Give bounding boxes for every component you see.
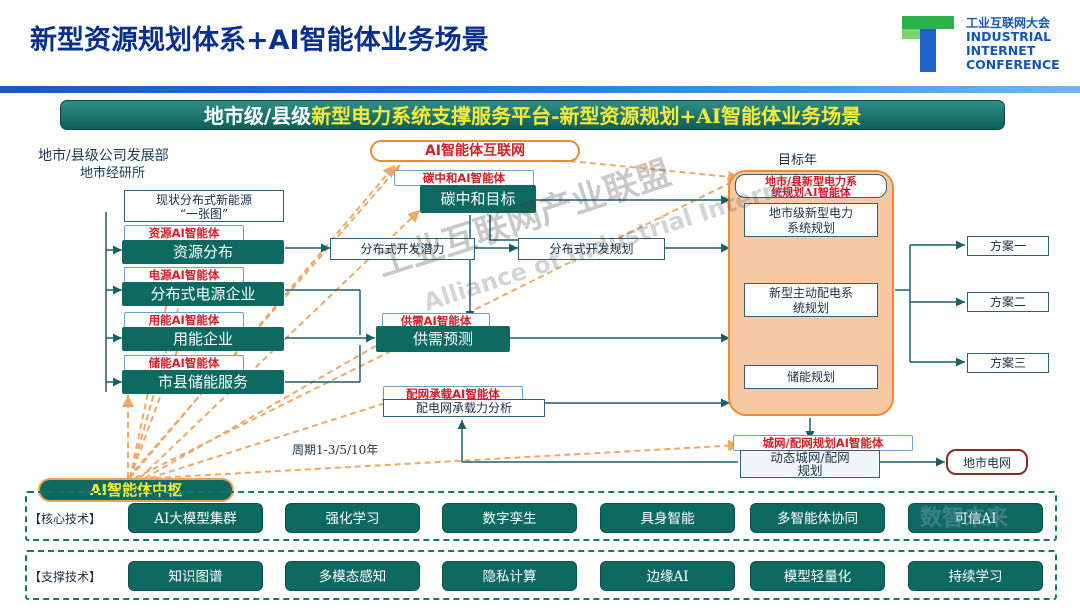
dept-label: 地市/县级公司发展部 (38, 148, 169, 164)
page-title: 新型资源规划体系+AI智能体业务场景 (30, 25, 489, 56)
institute-label: 地市经研所 (80, 166, 146, 181)
scheme-2-box: 方案二 (967, 292, 1049, 312)
cycle-label: 周期1-3/5/10年 (292, 443, 379, 457)
logo-line-2: INTERNET (966, 43, 1036, 58)
target-year-label: 目标年 (778, 153, 818, 168)
storage-planning-box: 储能规划 (744, 365, 878, 389)
carrying-analysis-box: 配电网承载力分析 (383, 399, 545, 417)
support-tech-item-2: 多模态感知 (285, 561, 420, 591)
current-map-line2: “一张图” (179, 207, 229, 221)
logo-line-cn: 工业互联网大会 (966, 16, 1051, 30)
carbon-agent-tag: 碳中和AI智能体 (394, 170, 534, 186)
scheme-1-box: 方案一 (967, 236, 1049, 256)
carbon-target-box: 碳中和目标 (420, 185, 536, 213)
panel-head-line1: 地市/县新型电力系 (764, 175, 858, 188)
dist-potential-box: 分布式开发潜力 (330, 238, 475, 260)
support-tech-item-1: 知识图谱 (128, 561, 263, 591)
logo-line-1: INDUSTRIAL (966, 29, 1052, 44)
resource-agent-tag: 资源AI智能体 (124, 225, 244, 241)
grid-agent-tag: 城网/配网规划AI智能体 (733, 435, 913, 451)
city-power-system-line2: 系统规划 (786, 221, 835, 235)
support-tech-item-4: 边缘AI (600, 561, 735, 591)
core-tech-item-2: 强化学习 (285, 503, 420, 533)
dist-power-enterprise-box: 分布式电源企业 (122, 282, 284, 306)
banner-part2: 新型电力系统支撑服务平台-新型资源规划+AI智能体业务场景 (311, 104, 862, 128)
energy-use-agent-tag: 用能AI智能体 (124, 312, 244, 328)
ai-internet-node: AI智能体互联网 (370, 140, 580, 162)
dynamic-grid-box: 动态城网/配网 规划 (740, 450, 880, 478)
city-grid-box: 地市电网 (946, 449, 1028, 475)
support-tech-label: 【支撑技术】 (29, 570, 102, 584)
resource-distribution-box: 资源分布 (122, 240, 284, 264)
power-agent-tag: 电源AI智能体 (124, 267, 244, 283)
support-tech-frame (25, 550, 1057, 600)
scheme-3-box: 方案三 (967, 353, 1049, 373)
diagram-banner: 地市级/县级新型电力系统支撑服务平台-新型资源规划+AI智能体业务场景 (60, 100, 1005, 130)
banner-part1: 地市级/县级 (203, 104, 312, 128)
conference-logo-icon (902, 16, 954, 72)
support-tech-item-3: 隐私计算 (442, 561, 577, 591)
core-tech-item-6: 可信AI (908, 503, 1043, 533)
support-tech-item-5: 模型轻量化 (750, 561, 885, 591)
current-map-line1: 现状分布式新能源 (155, 193, 252, 207)
watermark-cn: 工业互联网产业联盟 (372, 153, 676, 286)
dynamic-grid-line1: 动态城网/配网 (770, 450, 850, 465)
storage-agent-tag: 储能AI智能体 (124, 355, 244, 371)
dynamic-grid-line2: 规划 (797, 463, 823, 478)
core-tech-item-4: 具身智能 (600, 503, 735, 533)
core-tech-item-5: 多智能体协同 (750, 503, 885, 533)
ai-hub: AI智能体中枢 (38, 478, 234, 502)
logo-line-3: CONFERENCE (966, 57, 1060, 72)
city-power-system-box: 地市级新型电力 系统规划 (744, 203, 878, 237)
panel-head-line2: 统规划AI智能体 (771, 186, 851, 198)
header-divider (0, 86, 1080, 93)
energy-user-box: 用能企业 (122, 327, 284, 351)
dist-planning-box: 分布式开发规划 (518, 238, 665, 260)
city-power-system-line1: 地市级新型电力 (768, 206, 853, 220)
active-distribution-box: 新型主动配电系 统规划 (744, 283, 878, 317)
active-distribution-line2: 统规划 (792, 301, 829, 315)
panel-head: 地市/县新型电力系 统规划AI智能体 (735, 174, 887, 198)
conference-logo-text: 工业互联网大会 INDUSTRIAL INTERNET CONFERENCE (966, 16, 1060, 72)
core-tech-frame (25, 491, 1057, 541)
support-tech-item-6: 持续学习 (908, 561, 1043, 591)
core-tech-label: 【核心技术】 (29, 512, 102, 526)
current-map-box: 现状分布式新能源 “一张图” (124, 190, 284, 222)
supply-forecast-box: 供需预测 (376, 326, 510, 352)
supply-agent-tag: 供需AI智能体 (382, 313, 490, 329)
core-tech-item-1: AI大模型集群 (128, 503, 263, 533)
active-distribution-line1: 新型主动配电系 (768, 286, 853, 300)
storage-service-box: 市县储能服务 (122, 370, 284, 394)
core-tech-item-3: 数字孪生 (442, 503, 577, 533)
